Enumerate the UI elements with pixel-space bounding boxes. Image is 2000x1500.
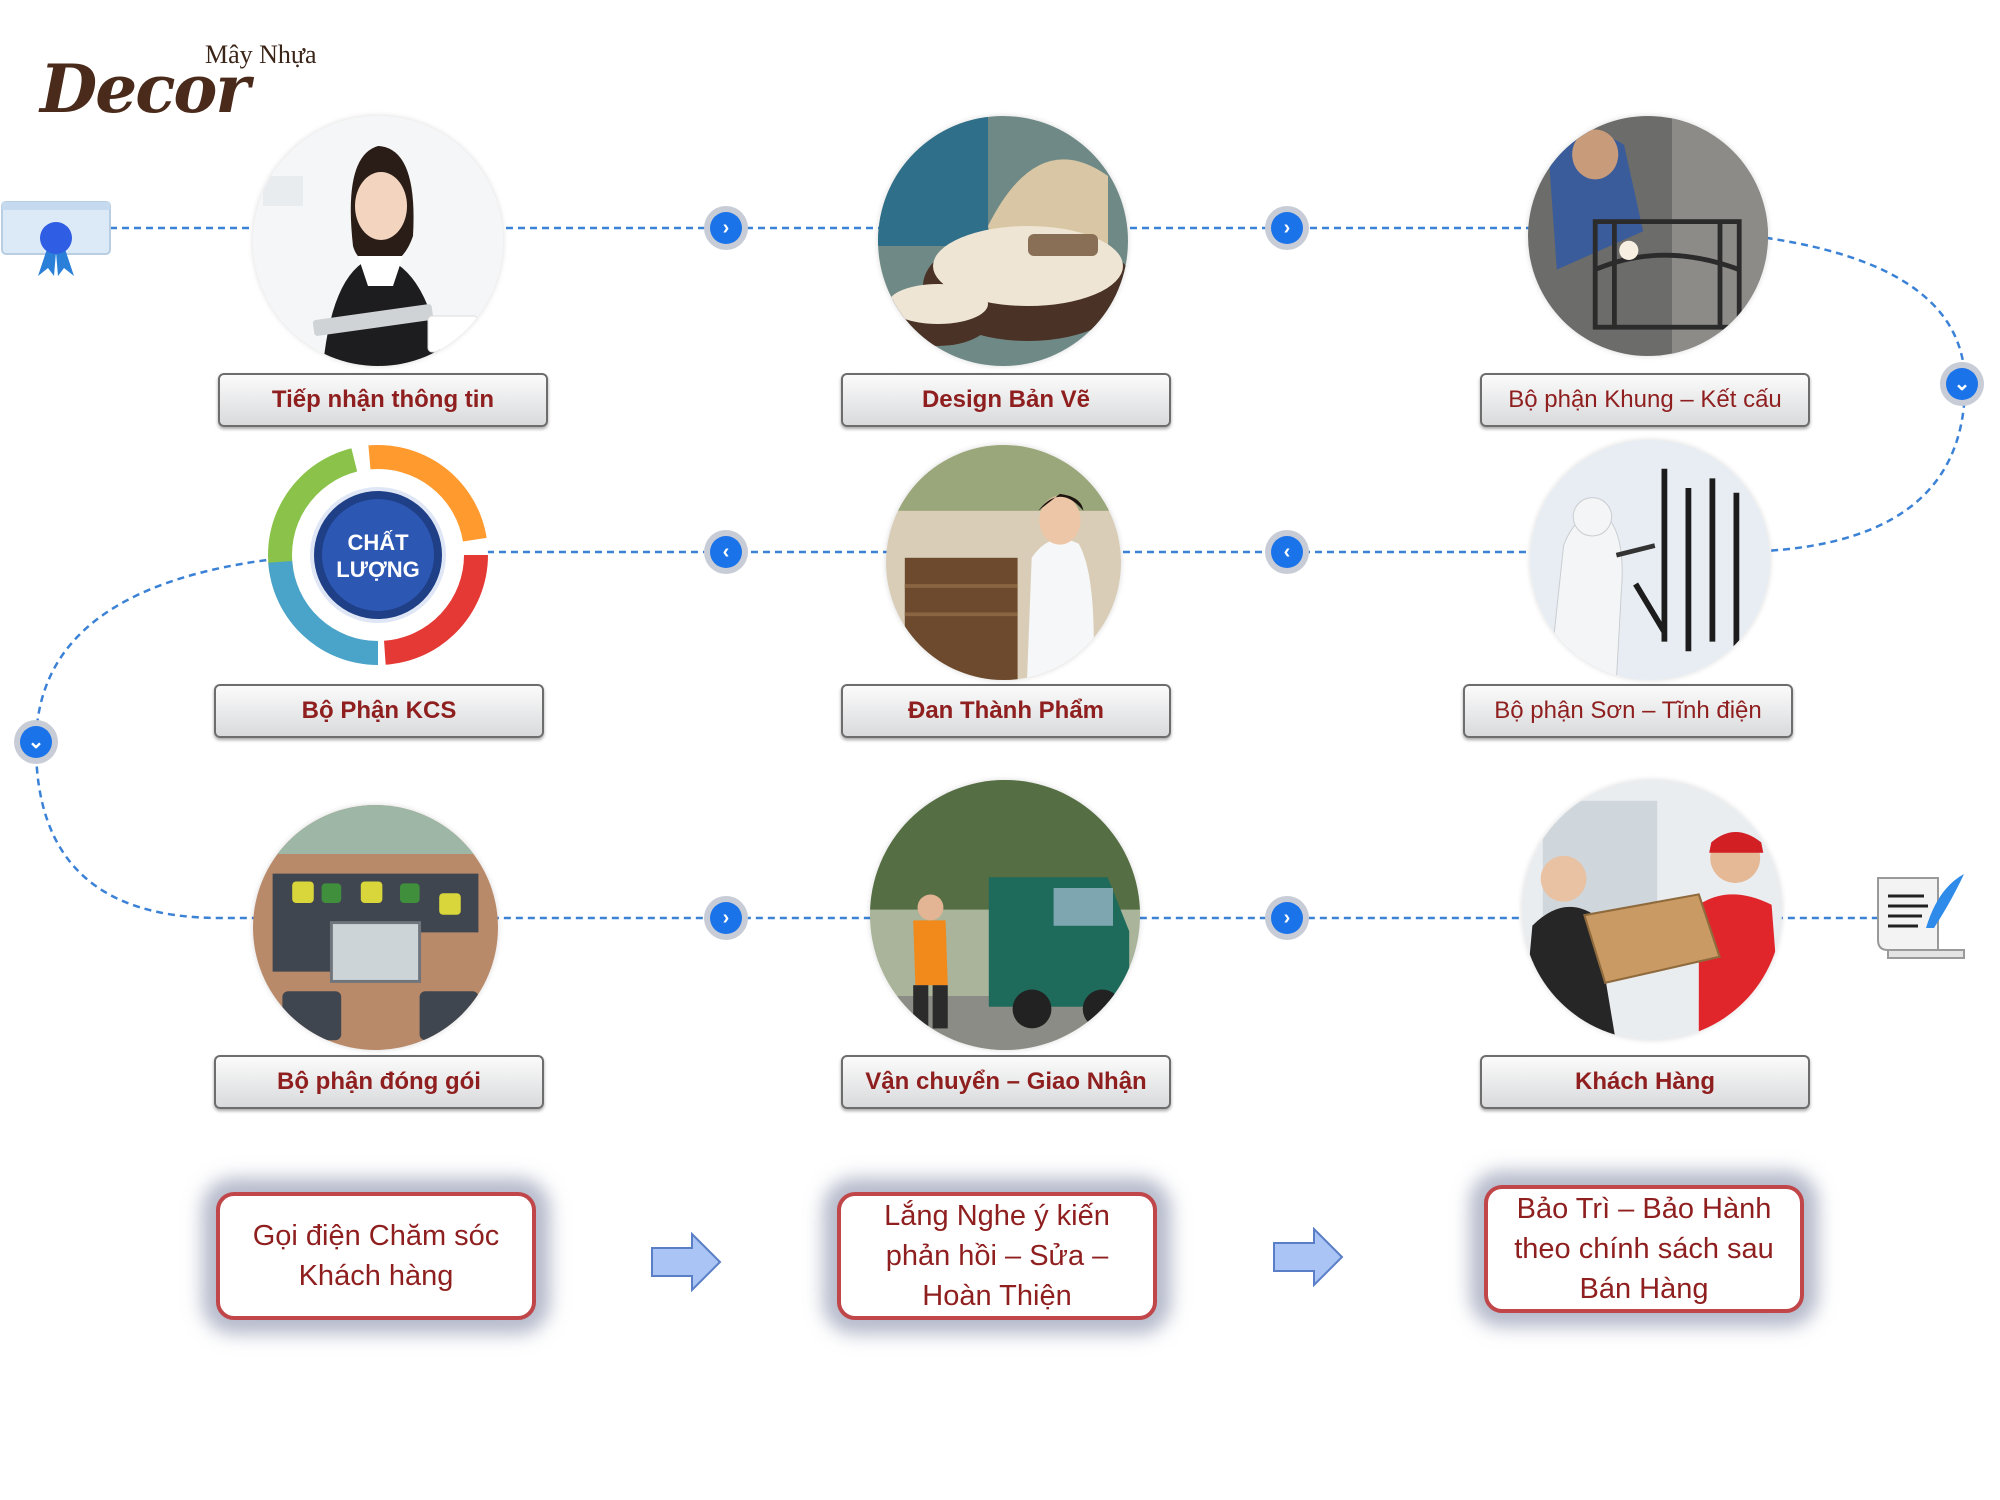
flow-arrow-right-3: › [704,896,748,940]
welding-photo [1528,116,1768,356]
step-label-packing: Bộ phận đóng gói [214,1055,544,1109]
flow-arrow-right-4: › [1265,896,1309,940]
delivery-truck-photo [870,780,1140,1050]
chevron-right-icon: › [1271,902,1303,934]
package-handover-photo [1522,780,1782,1040]
brand-logo: Mây Nhựa Decor [40,40,317,140]
flow-arrow-left-2: ‹ [704,530,748,574]
flow-arrow-right-2: › [1265,206,1309,250]
sofa-set-photo [253,805,498,1050]
diploma-icon [1,201,111,276]
brand-name-top: Mây Nhựa [205,40,317,69]
step-label-customer: Khách Hàng [1480,1055,1810,1109]
step-label-frame: Bộ phận Khung – Kết cấu [1480,373,1810,427]
weaving-photo [886,445,1121,680]
brand-name-script: Decor [40,50,250,128]
flow-arrow-down-1: ⌄ [1940,362,1984,406]
block-arrow-right-1 [651,1232,722,1292]
quality-cycle-graphic: CHẤT LƯỢNG [268,445,488,665]
chevron-right-icon: › [710,212,742,244]
chevron-down-icon: ⌄ [20,726,52,758]
chevron-right-icon: › [1271,212,1303,244]
chevron-left-icon: ‹ [1271,536,1303,568]
scroll-quill-icon [1877,874,1965,959]
flow-arrow-left-1: ‹ [1265,530,1309,574]
care-box-warranty: Bảo Trì – Bảo Hành theo chính sách sau B… [1484,1185,1804,1313]
step-label-kcs: Bộ Phận KCS [214,684,544,738]
step-label-reception: Tiếp nhận thông tin [218,373,548,427]
wicker-daybed-photo [878,116,1128,366]
receptionist-photo [253,116,503,366]
flow-arrow-down-2: ⌄ [14,720,58,764]
flow-arrow-right-1: › [704,206,748,250]
block-arrow-right-2 [1273,1227,1344,1287]
step-label-weaving: Đan Thành Phẩm [841,684,1171,738]
quality-text-line2: LƯỢNG [336,557,419,582]
chevron-right-icon: › [710,902,742,934]
care-box-call: Gọi điện Chăm sóc Khách hàng [216,1192,536,1320]
chevron-left-icon: ‹ [710,536,742,568]
quality-text-line1: CHẤT [347,530,409,555]
spray-paint-photo [1530,440,1770,680]
chevron-down-icon: ⌄ [1946,368,1978,400]
step-label-paint: Bộ phận Sơn – Tĩnh điện [1463,684,1793,738]
step-label-delivery: Vận chuyển – Giao Nhận [841,1055,1171,1109]
step-label-design: Design Bản Vẽ [841,373,1171,427]
care-box-feedback: Lắng Nghe ý kiến phản hồi – Sửa – Hoàn T… [837,1192,1157,1320]
